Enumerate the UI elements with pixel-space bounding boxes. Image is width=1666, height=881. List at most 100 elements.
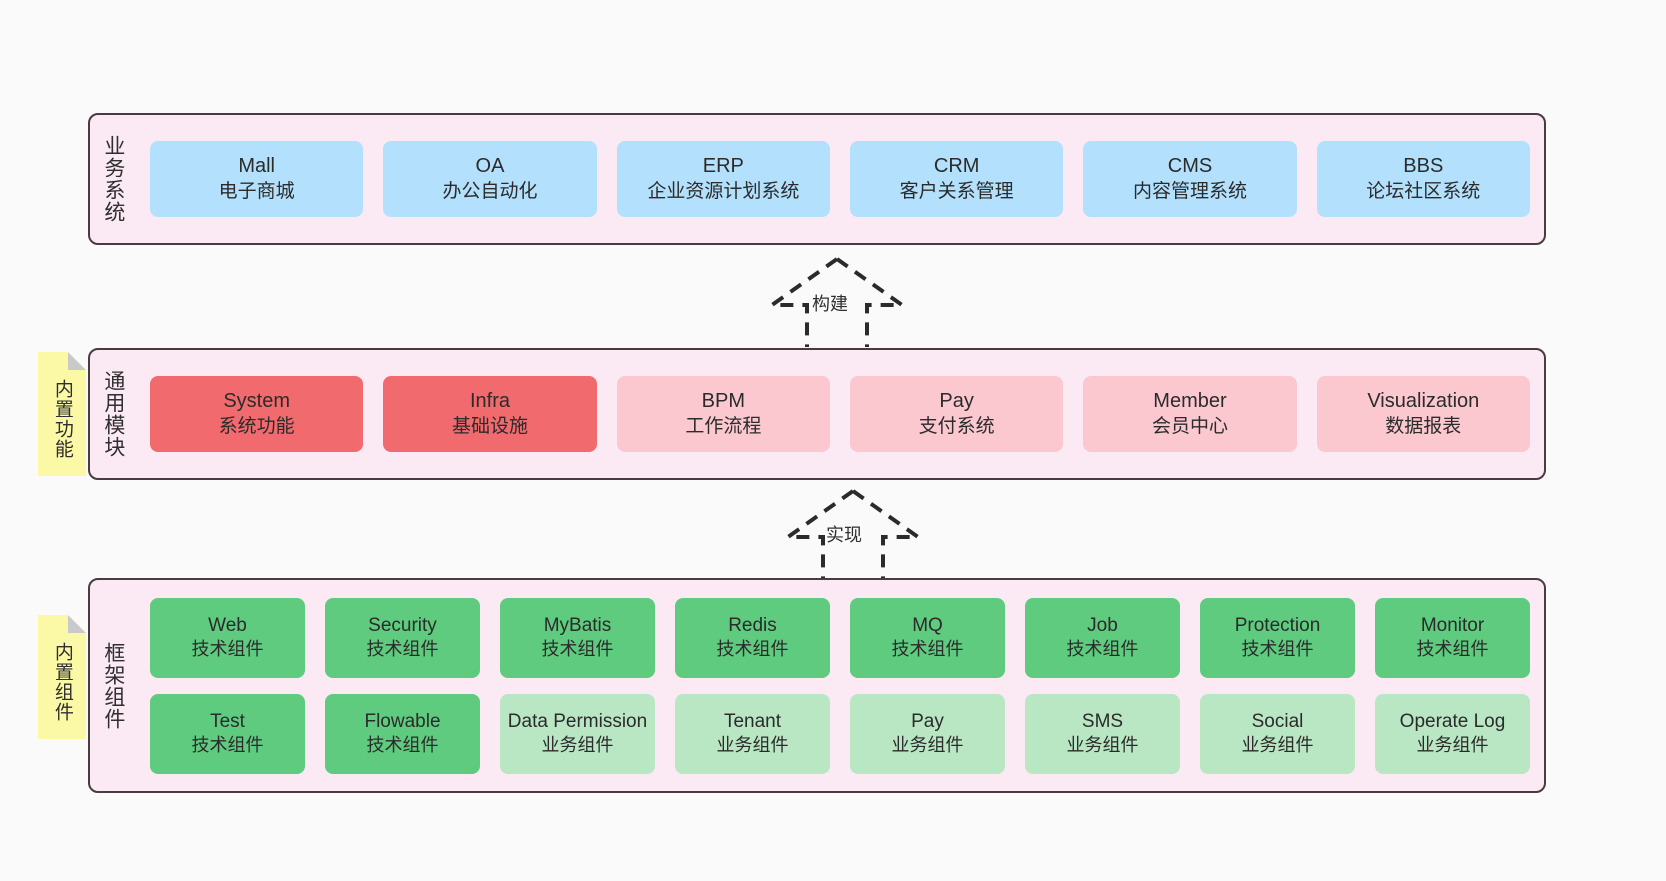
card-data-permission[interactable]: Data Permission 业务组件: [500, 693, 655, 774]
card-title: BBS: [1403, 155, 1444, 178]
card-social[interactable]: Social 业务组件: [1200, 693, 1355, 774]
card-title: Data Permission: [507, 710, 648, 732]
card-title: Infra: [469, 390, 510, 413]
card-title: Test: [210, 710, 245, 732]
card-subtitle: 基础设施: [451, 415, 528, 437]
card-title: Operate Log: [1399, 710, 1506, 732]
card-title: BPM: [701, 390, 745, 413]
card-infra[interactable]: Infra 基础设施: [383, 376, 597, 452]
card-member[interactable]: Member 会员中心: [1083, 376, 1297, 452]
card-title: Protection: [1234, 614, 1321, 636]
card-subtitle: 业务组件: [1241, 735, 1314, 756]
layer-common-modules[interactable]: 通用模块 System 系统功能 Infra 基础设施 BPM 工作流程 Pay…: [88, 348, 1546, 480]
card-flowable[interactable]: Flowable 技术组件: [325, 693, 480, 774]
card-subtitle: 论坛社区系统: [1366, 180, 1481, 202]
card-title: Visualization: [1367, 390, 1480, 413]
card-crm[interactable]: CRM 客户关系管理: [849, 141, 1064, 217]
layer-framework-components-body: Web 技术组件 Security 技术组件 MyBatis 技术组件 Redi…: [136, 580, 1544, 791]
card-web[interactable]: Web 技术组件: [150, 597, 305, 678]
card-subtitle: 技术组件: [1241, 639, 1314, 660]
card-title: Mall: [238, 155, 275, 178]
card-subtitle: 技术组件: [1416, 639, 1489, 660]
card-title: Social: [1251, 710, 1304, 732]
card-redis[interactable]: Redis 技术组件: [675, 597, 830, 678]
arrow-build-label: 构建: [812, 294, 848, 314]
note-builtin-function[interactable]: 内置功能: [38, 352, 86, 476]
card-subtitle: 内容管理系统: [1132, 180, 1247, 202]
card-bpm[interactable]: BPM 工作流程: [616, 376, 830, 452]
card-sms[interactable]: SMS 业务组件: [1025, 693, 1180, 774]
card-subtitle: 业务组件: [1416, 735, 1489, 756]
card-title: Job: [1087, 614, 1118, 636]
card-subtitle: 技术组件: [891, 639, 964, 660]
card-title: Pay: [911, 710, 944, 732]
card-subtitle: 客户关系管理: [899, 180, 1014, 202]
card-title: MQ: [912, 614, 943, 636]
card-row: Web 技术组件 Security 技术组件 MyBatis 技术组件 Redi…: [150, 597, 1530, 678]
note-fold-icon: [68, 615, 86, 633]
card-pay-business[interactable]: Pay 业务组件: [850, 693, 1005, 774]
card-protection[interactable]: Protection 技术组件: [1200, 597, 1355, 678]
note-fold-icon: [68, 352, 86, 370]
note-builtin-component[interactable]: 内置组件: [38, 615, 86, 739]
card-title: Monitor: [1420, 614, 1485, 636]
card-security[interactable]: Security 技术组件: [325, 597, 480, 678]
card-job[interactable]: Job 技术组件: [1025, 597, 1180, 678]
card-subtitle: 技术组件: [541, 639, 614, 660]
card-subtitle: 技术组件: [366, 735, 439, 756]
card-subtitle: 会员中心: [1151, 415, 1228, 437]
card-subtitle: 支付系统: [918, 415, 995, 437]
card-title: ERP: [702, 155, 744, 178]
card-title: Security: [368, 614, 437, 636]
card-subtitle: 技术组件: [191, 735, 264, 756]
card-subtitle: 技术组件: [1066, 639, 1139, 660]
note-label: 内置功能: [51, 379, 73, 459]
layer-business-systems-title: 业务系统: [101, 135, 125, 223]
layer-common-modules-body: System 系统功能 Infra 基础设施 BPM 工作流程 Pay 支付系统…: [136, 350, 1544, 478]
card-title: Web: [208, 614, 247, 636]
layer-framework-components[interactable]: 框架组件 Web 技术组件 Security 技术组件 MyBatis 技术组件…: [88, 578, 1546, 793]
note-label: 内置组件: [51, 642, 73, 722]
card-system[interactable]: System 系统功能: [150, 376, 364, 452]
card-title: SMS: [1081, 710, 1124, 732]
card-subtitle: 企业资源计划系统: [647, 180, 800, 202]
card-monitor[interactable]: Monitor 技术组件: [1375, 597, 1530, 678]
card-bbs[interactable]: BBS 论坛社区系统: [1316, 141, 1530, 217]
card-title: CRM: [933, 155, 980, 178]
card-row: System 系统功能 Infra 基础设施 BPM 工作流程 Pay 支付系统…: [150, 376, 1530, 452]
card-subtitle: 系统功能: [218, 415, 295, 437]
card-subtitle: 业务组件: [1066, 735, 1139, 756]
card-row: Test 技术组件 Flowable 技术组件 Data Permission …: [150, 693, 1530, 774]
card-title: Redis: [728, 614, 777, 636]
card-tenant[interactable]: Tenant 业务组件: [675, 693, 830, 774]
card-subtitle: 电子商城: [218, 180, 295, 202]
card-subtitle: 业务组件: [891, 735, 964, 756]
card-subtitle: 技术组件: [366, 639, 439, 660]
card-oa[interactable]: OA 办公自动化: [383, 141, 597, 217]
card-cms[interactable]: CMS 内容管理系统: [1083, 141, 1297, 217]
card-test[interactable]: Test 技术组件: [150, 693, 305, 774]
card-subtitle: 业务组件: [541, 735, 614, 756]
arrow-implement-label: 实现: [826, 525, 862, 545]
card-subtitle: 业务组件: [716, 735, 789, 756]
card-title: OA: [475, 155, 505, 178]
card-title: Flowable: [364, 710, 441, 732]
layer-business-systems[interactable]: 业务系统 Mall 电子商城 OA 办公自动化 ERP 企业资源计划系统 CRM…: [88, 113, 1546, 245]
card-subtitle: 技术组件: [716, 639, 789, 660]
card-subtitle: 办公自动化: [442, 180, 538, 202]
card-title: System: [223, 390, 290, 413]
card-subtitle: 数据报表: [1385, 415, 1462, 437]
card-operate-log[interactable]: Operate Log 业务组件: [1375, 693, 1530, 774]
layer-framework-components-title: 框架组件: [101, 641, 125, 730]
card-title: Pay: [939, 390, 974, 413]
card-visualization[interactable]: Visualization 数据报表: [1316, 376, 1530, 452]
card-erp[interactable]: ERP 企业资源计划系统: [616, 141, 830, 217]
card-mall[interactable]: Mall 电子商城: [150, 141, 364, 217]
card-pay[interactable]: Pay 支付系统: [849, 376, 1064, 452]
card-row: Mall 电子商城 OA 办公自动化 ERP 企业资源计划系统 CRM 客户关系…: [150, 141, 1530, 217]
layer-common-modules-title: 通用模块: [101, 370, 125, 458]
card-subtitle: 工作流程: [685, 415, 762, 437]
card-mybatis[interactable]: MyBatis 技术组件: [500, 597, 655, 678]
card-subtitle: 技术组件: [191, 639, 264, 660]
card-mq[interactable]: MQ 技术组件: [850, 597, 1005, 678]
